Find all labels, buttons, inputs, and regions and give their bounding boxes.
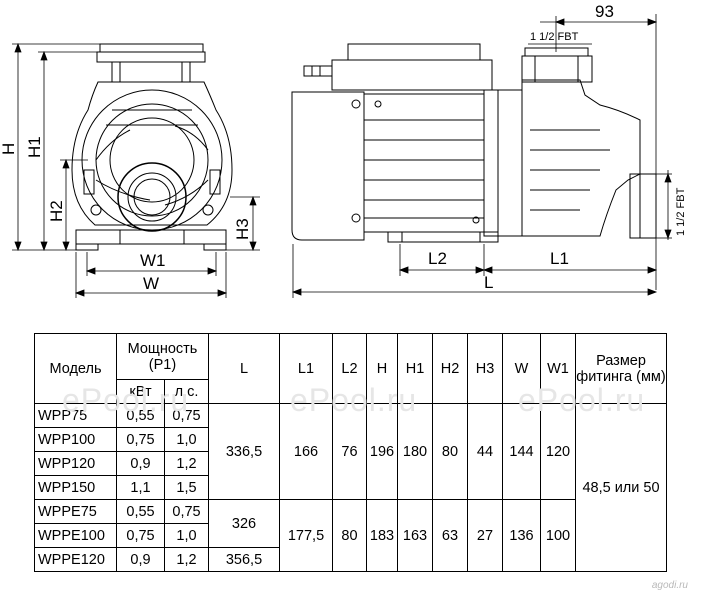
wpp-W: 144 — [502, 403, 541, 500]
fbt-side-label: 1 1/2 FBT — [675, 187, 687, 236]
wpp-L1: 166 — [279, 403, 333, 500]
pump-front-view — [71, 43, 233, 251]
header-hp: л.с. — [164, 379, 209, 404]
row-kw: 0,9 — [116, 451, 165, 476]
wppe-L-b: 356,5 — [208, 547, 280, 572]
row-kw: 0,9 — [116, 547, 165, 572]
wpp-L: 336,5 — [208, 403, 280, 500]
fitting-size: 48,5 или 50 — [575, 403, 667, 572]
header-L2: L2 — [332, 333, 367, 404]
row-model: WPPE75 — [34, 499, 117, 524]
wpp-H1: 180 — [397, 403, 433, 500]
dim-label-93: 93 — [595, 2, 614, 21]
wppe-H: 183 — [366, 499, 398, 572]
wpp-L2: 76 — [332, 403, 367, 500]
dim-label-L: L — [484, 273, 493, 292]
wpp-W1: 120 — [540, 403, 576, 500]
header-fitting: Размер фитинга (мм) — [575, 333, 667, 404]
dim-label-H1: H1 — [25, 136, 44, 158]
row-model: WPPE120 — [34, 547, 117, 572]
row-model: WPP120 — [34, 451, 117, 476]
row-hp: 0,75 — [164, 403, 209, 428]
dim-label-W1: W1 — [140, 251, 166, 270]
row-kw: 1,1 — [116, 475, 165, 500]
row-kw: 0,55 — [116, 499, 165, 524]
header-W1: W1 — [540, 333, 576, 404]
header-H3: H3 — [467, 333, 503, 404]
row-model: WPP100 — [34, 427, 117, 452]
dim-label-L2: L2 — [428, 249, 447, 268]
header-power: Мощность (P1) — [116, 333, 209, 380]
row-hp: 1,2 — [164, 547, 209, 572]
wppe-L-a: 326 — [208, 499, 280, 548]
row-model: WPP150 — [34, 475, 117, 500]
row-hp: 1,5 — [164, 475, 209, 500]
dim-label-W: W — [143, 274, 159, 293]
wppe-H2: 63 — [432, 499, 468, 572]
wppe-L2: 80 — [332, 499, 367, 572]
wppe-W: 136 — [502, 499, 541, 572]
header-H: H — [366, 333, 398, 404]
site-logo: agodi.ru — [651, 580, 688, 591]
row-kw: 0,55 — [116, 403, 165, 428]
header-W: W — [502, 333, 541, 404]
row-model: WPP75 — [34, 403, 117, 428]
header-L1: L1 — [279, 333, 333, 404]
wppe-H1: 163 — [397, 499, 433, 572]
dim-label-H2: H2 — [47, 200, 66, 222]
wppe-H3: 27 — [467, 499, 503, 572]
pump-spec-table: Модель Мощность (P1) L L1 L2 H H1 H2 H3 … — [34, 333, 667, 572]
row-kw: 0,75 — [116, 427, 165, 452]
wpp-H3: 44 — [467, 403, 503, 500]
header-H2: H2 — [432, 333, 468, 404]
pump-dimension-drawing: 93 1 1/2 FBT 1 1/2 FBT H H1 H2 H3 W1 W L… — [0, 2, 687, 298]
dim-label-H: H — [0, 143, 18, 155]
row-hp: 1,2 — [164, 451, 209, 476]
front-dimension-lines — [12, 42, 260, 298]
pump-side-view — [291, 43, 657, 243]
wpp-H2: 80 — [432, 403, 468, 500]
dim-label-L1: L1 — [550, 249, 569, 268]
header-kw: кВт — [116, 379, 165, 404]
wppe-L1: 177,5 — [279, 499, 333, 572]
side-dimension-lines — [291, 14, 672, 298]
row-model: WPPE100 — [34, 523, 117, 548]
header-H1: H1 — [397, 333, 433, 404]
header-L: L — [208, 333, 280, 404]
wpp-H: 196 — [366, 403, 398, 500]
fbt-top-label: 1 1/2 FBT — [530, 31, 579, 43]
dim-label-H3: H3 — [233, 218, 252, 240]
row-kw: 0,75 — [116, 523, 165, 548]
row-hp: 1,0 — [164, 523, 209, 548]
wppe-W1: 100 — [540, 499, 576, 572]
row-hp: 0,75 — [164, 499, 209, 524]
row-hp: 1,0 — [164, 427, 209, 452]
header-model: Модель — [34, 333, 117, 404]
